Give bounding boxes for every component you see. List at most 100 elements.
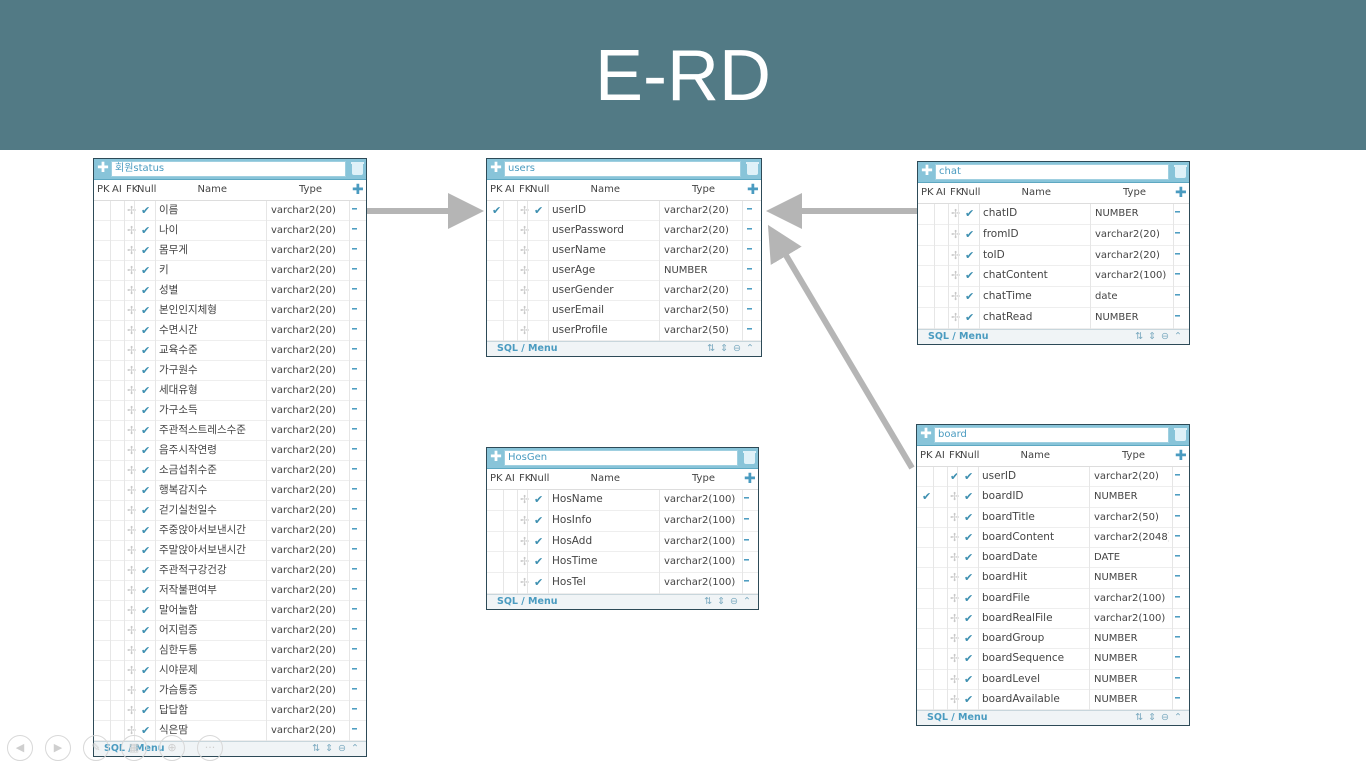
remove-row-icon[interactable]: ━: [1175, 673, 1181, 684]
null-check-icon[interactable]: ✔: [964, 632, 974, 645]
remove-row-icon[interactable]: ━: [352, 465, 358, 475]
column-type[interactable]: date: [1095, 291, 1118, 303]
fk-link-icon[interactable]: ✢: [127, 624, 137, 637]
null-check-icon[interactable]: ✔: [534, 493, 544, 506]
fk-link-icon[interactable]: ✢: [127, 344, 137, 357]
null-check-icon[interactable]: ✔: [964, 692, 974, 706]
add-column-icon[interactable]: ✚: [921, 163, 933, 179]
null-check-icon[interactable]: ✔: [964, 490, 974, 504]
column-name[interactable]: userPassword: [552, 224, 624, 236]
null-check-icon[interactable]: ✔: [141, 224, 151, 237]
column-name[interactable]: boardTitle: [982, 510, 1035, 523]
null-check-icon[interactable]: ✔: [965, 248, 975, 262]
null-check-icon[interactable]: ✔: [141, 344, 151, 357]
fk-link-icon[interactable]: ✢: [127, 204, 137, 217]
column-type[interactable]: varchar2(20): [664, 205, 729, 216]
column-type[interactable]: varchar2(50): [1094, 511, 1159, 523]
column-name[interactable]: userAge: [552, 264, 596, 276]
column-name[interactable]: 키: [159, 264, 169, 276]
footer-controls[interactable]: ⇅ ⇕ ⊖ ⌃: [1135, 330, 1183, 342]
column-type[interactable]: varchar2(2048): [1094, 531, 1169, 543]
remove-row-icon[interactable]: ━: [1175, 270, 1181, 281]
remove-row-icon[interactable]: ━: [1175, 208, 1181, 218]
column-type[interactable]: DATE: [1094, 552, 1121, 563]
remove-row-icon[interactable]: ━: [352, 305, 358, 315]
fk-link-icon[interactable]: ✢: [127, 264, 137, 277]
trash-icon[interactable]: [743, 451, 756, 464]
remove-row-icon[interactable]: ━: [747, 265, 753, 275]
null-check-icon[interactable]: ✔: [141, 544, 151, 557]
fk-link-icon[interactable]: ✢: [520, 324, 530, 337]
column-type[interactable]: varchar2(20): [1094, 471, 1159, 482]
column-type[interactable]: varchar2(20): [1095, 249, 1160, 261]
column-type[interactable]: varchar2(20): [271, 665, 336, 676]
column-type[interactable]: varchar2(20): [271, 725, 336, 736]
remove-row-icon[interactable]: ━: [352, 705, 358, 715]
remove-row-icon[interactable]: ━: [747, 245, 753, 255]
fk-check-icon[interactable]: ✔: [950, 470, 960, 483]
trash-icon[interactable]: [1174, 165, 1187, 178]
add-row-icon[interactable]: ✚: [352, 182, 364, 198]
null-check-icon[interactable]: ✔: [141, 284, 151, 297]
table-name-input[interactable]: HosGen: [504, 450, 738, 466]
remove-row-icon[interactable]: ━: [352, 685, 358, 695]
fk-link-icon[interactable]: ✢: [951, 248, 961, 262]
null-check-icon[interactable]: ✔: [965, 311, 975, 325]
column-type[interactable]: varchar2(20): [271, 265, 336, 276]
null-check-icon[interactable]: ✔: [964, 571, 974, 585]
remove-row-icon[interactable]: ━: [744, 514, 750, 525]
column-type[interactable]: NUMBER: [1094, 633, 1138, 644]
remove-row-icon[interactable]: ━: [747, 325, 753, 335]
column-type[interactable]: NUMBER: [1094, 491, 1138, 503]
column-type[interactable]: varchar2(50): [664, 325, 729, 336]
remove-row-icon[interactable]: ━: [1175, 552, 1181, 562]
column-type[interactable]: NUMBER: [1094, 653, 1138, 665]
null-check-icon[interactable]: ✔: [965, 207, 975, 220]
remove-row-icon[interactable]: ━: [1175, 471, 1181, 481]
remove-row-icon[interactable]: ━: [1175, 249, 1181, 260]
column-name[interactable]: boardGroup: [982, 632, 1045, 644]
sql-menu-button[interactable]: SQL / Menu: [927, 712, 988, 723]
null-check-icon[interactable]: ✔: [534, 534, 544, 548]
column-name[interactable]: 가슴통증: [159, 684, 198, 696]
remove-row-icon[interactable]: ━: [1175, 491, 1181, 502]
fk-link-icon[interactable]: ✢: [127, 484, 137, 497]
remove-row-icon[interactable]: ━: [352, 405, 358, 415]
remove-row-icon[interactable]: ━: [352, 345, 358, 355]
null-check-icon[interactable]: ✔: [141, 464, 151, 477]
trash-icon[interactable]: [746, 162, 759, 175]
column-type[interactable]: varchar2(20): [271, 545, 336, 556]
column-type[interactable]: NUMBER: [1094, 693, 1138, 705]
column-name[interactable]: 음주시작연령: [159, 444, 217, 456]
trash-icon[interactable]: [1174, 428, 1187, 441]
remove-row-icon[interactable]: ━: [352, 505, 358, 515]
remove-row-icon[interactable]: ━: [352, 605, 358, 615]
column-name[interactable]: 주말앉아서보낸시간: [159, 544, 246, 556]
fk-link-icon[interactable]: ✢: [950, 591, 960, 605]
table-name-input[interactable]: 회원status: [111, 161, 346, 177]
column-name[interactable]: 답답함: [159, 704, 188, 716]
fk-link-icon[interactable]: ✢: [127, 524, 137, 537]
column-type[interactable]: varchar2(20): [271, 585, 336, 596]
column-name[interactable]: 어지럼증: [159, 624, 198, 636]
add-row-icon[interactable]: ✚: [1175, 448, 1187, 464]
remove-row-icon[interactable]: ━: [352, 365, 358, 375]
null-check-icon[interactable]: ✔: [141, 424, 151, 437]
column-name[interactable]: chatID: [983, 207, 1018, 219]
fk-link-icon[interactable]: ✢: [950, 530, 960, 544]
